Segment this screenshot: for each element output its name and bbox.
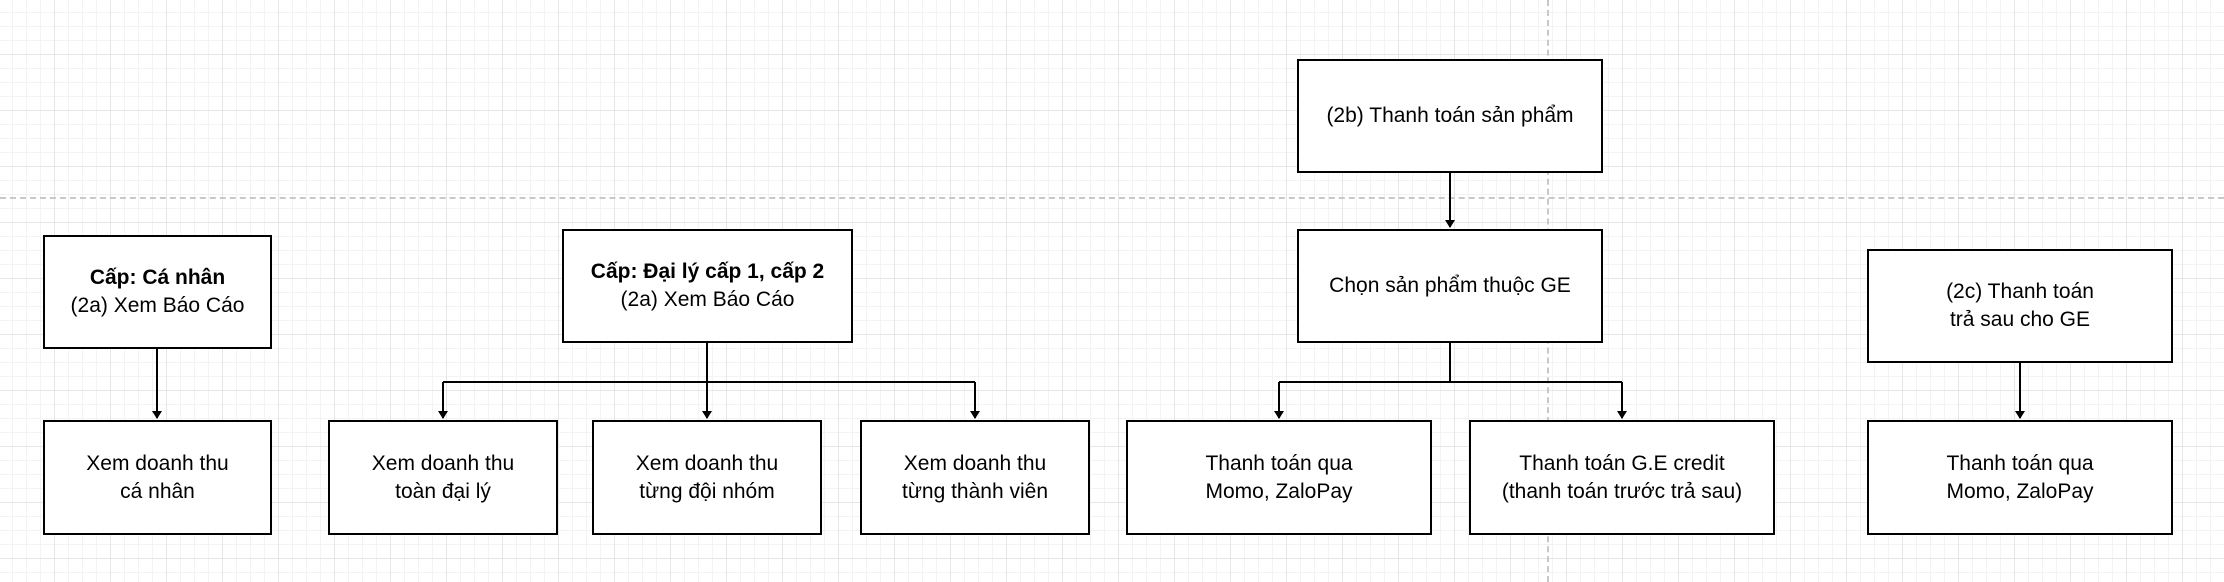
node-revenue-team-line1: Xem doanh thu: [635, 451, 779, 475]
node-revenue-member: Xem doanh thu từng thành viên: [860, 420, 1090, 535]
node-agency-level-title: Cấp: Đại lý cấp 1, cấp 2: [590, 260, 825, 283]
page-break-horizontal: [0, 197, 2224, 199]
node-agency-level: Cấp: Đại lý cấp 1, cấp 2 (2a) Xem Báo Cá…: [562, 229, 853, 343]
node-pay-product: (2b) Thanh toán sản phẩm: [1297, 59, 1603, 173]
node-revenue-agency-line2: toàn đại lý: [395, 479, 491, 503]
node-agency-level-subtitle: (2a) Xem Báo Cáo: [620, 288, 795, 311]
node-revenue-personal-line2: cá nhân: [120, 479, 195, 503]
node-postpaid: (2c) Thanh toán trả sau cho GE: [1867, 249, 2173, 363]
node-pay-credit-line1: Thanh toán G.E credit: [1519, 451, 1725, 475]
node-pay-credit: Thanh toán G.E credit (thanh toán trước …: [1469, 420, 1775, 535]
node-revenue-personal: Xem doanh thu cá nhân: [43, 420, 272, 535]
node-personal-level-subtitle: (2a) Xem Báo Cáo: [70, 294, 245, 317]
node-pay-momo-b-line2: Momo, ZaloPay: [1205, 479, 1353, 503]
node-pay-momo-c-line1: Thanh toán qua: [1946, 451, 2094, 475]
node-pay-product-label: (2b) Thanh toán sản phẩm: [1326, 104, 1574, 127]
node-choose-product-label: Chọn sản phẩm thuộc GE: [1329, 274, 1571, 297]
node-pay-momo-b-line1: Thanh toán qua: [1205, 451, 1353, 475]
node-revenue-team-line2: từng đội nhóm: [639, 479, 775, 503]
node-pay-credit-line2: (thanh toán trước trả sau): [1501, 479, 1743, 503]
node-pay-momo-b: Thanh toán qua Momo, ZaloPay: [1126, 420, 1432, 535]
node-personal-level: Cấp: Cá nhân (2a) Xem Báo Cáo: [43, 235, 272, 349]
node-postpaid-line2: trả sau cho GE: [1949, 308, 2091, 331]
node-choose-product: Chọn sản phẩm thuộc GE: [1297, 229, 1603, 343]
node-revenue-member-line1: Xem doanh thu: [903, 451, 1047, 475]
node-personal-level-title: Cấp: Cá nhân: [89, 266, 226, 289]
node-revenue-agency-line1: Xem doanh thu: [371, 451, 515, 475]
node-pay-momo-c-line2: Momo, ZaloPay: [1946, 479, 2094, 503]
node-postpaid-line1: (2c) Thanh toán: [1946, 280, 2094, 303]
node-revenue-member-line2: từng thành viên: [902, 479, 1048, 503]
node-pay-momo-c: Thanh toán qua Momo, ZaloPay: [1867, 420, 2173, 535]
node-revenue-agency: Xem doanh thu toàn đại lý: [328, 420, 558, 535]
node-revenue-team: Xem doanh thu từng đội nhóm: [592, 420, 822, 535]
node-revenue-personal-line1: Xem doanh thu: [86, 451, 229, 475]
